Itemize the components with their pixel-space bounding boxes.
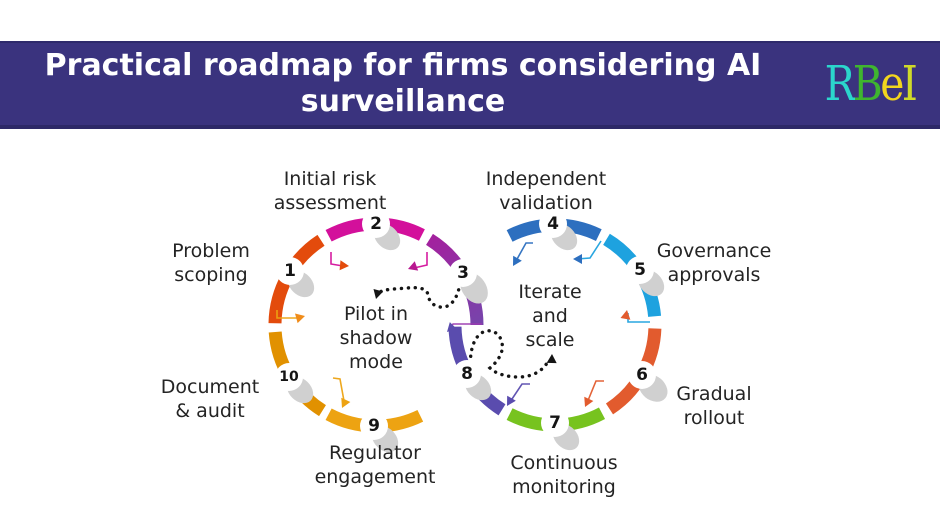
step-9-label: Regulator engagement — [314, 442, 436, 488]
step-10-label: Document & audit — [160, 376, 260, 422]
connector-arrow — [509, 383, 530, 403]
step-6-badge: 6 — [628, 361, 656, 389]
step-4-badge: 4 — [539, 210, 567, 238]
step-3-badge: 3 — [449, 259, 477, 287]
step-7-badge: 7 — [541, 409, 569, 437]
logo-letter-r: R — [824, 56, 856, 112]
step-1-badge: 1 — [276, 257, 304, 285]
step-4-label: Independent validation — [485, 168, 607, 214]
page-title: Practical roadmap for firms considering … — [44, 48, 762, 119]
step-7-label: Continuous monitoring — [510, 452, 618, 498]
step-5-label: Governance approvals — [656, 240, 772, 286]
step-8-badge: 8 — [453, 360, 481, 388]
dotted-arrow-iterate — [468, 329, 550, 379]
step-6-label: Gradual rollout — [676, 383, 752, 429]
step-9-badge: 9 — [360, 412, 388, 440]
step-1-label: Problem scoping — [172, 240, 250, 286]
connector-arrow — [330, 252, 344, 267]
connector-arrow — [586, 380, 604, 404]
connector-arrowheads — [295, 254, 631, 408]
step-10-badge: 10 — [275, 363, 303, 391]
step-2-label: Initial risk assessment — [273, 168, 387, 214]
step-3-label: Pilot in shadow mode — [339, 303, 413, 373]
connector-arrow — [276, 310, 299, 319]
logo-letter-i: I — [901, 56, 918, 112]
connector-arrow — [515, 242, 533, 262]
rbei-logo: RBeI — [811, 60, 930, 108]
step-2-badge: 2 — [362, 210, 390, 238]
connector-arrow — [332, 377, 345, 402]
dotted-arrowheads — [373, 289, 557, 364]
logo-letter-e: e — [880, 56, 904, 112]
logo-letter-b: B — [852, 56, 883, 112]
step-8-label: Iterate and scale — [518, 281, 582, 351]
connector-arrow — [413, 252, 428, 269]
badge-shadows — [286, 223, 668, 453]
title-banner: Practical roadmap for firms considering … — [0, 41, 940, 129]
step-5-badge: 5 — [626, 256, 654, 284]
